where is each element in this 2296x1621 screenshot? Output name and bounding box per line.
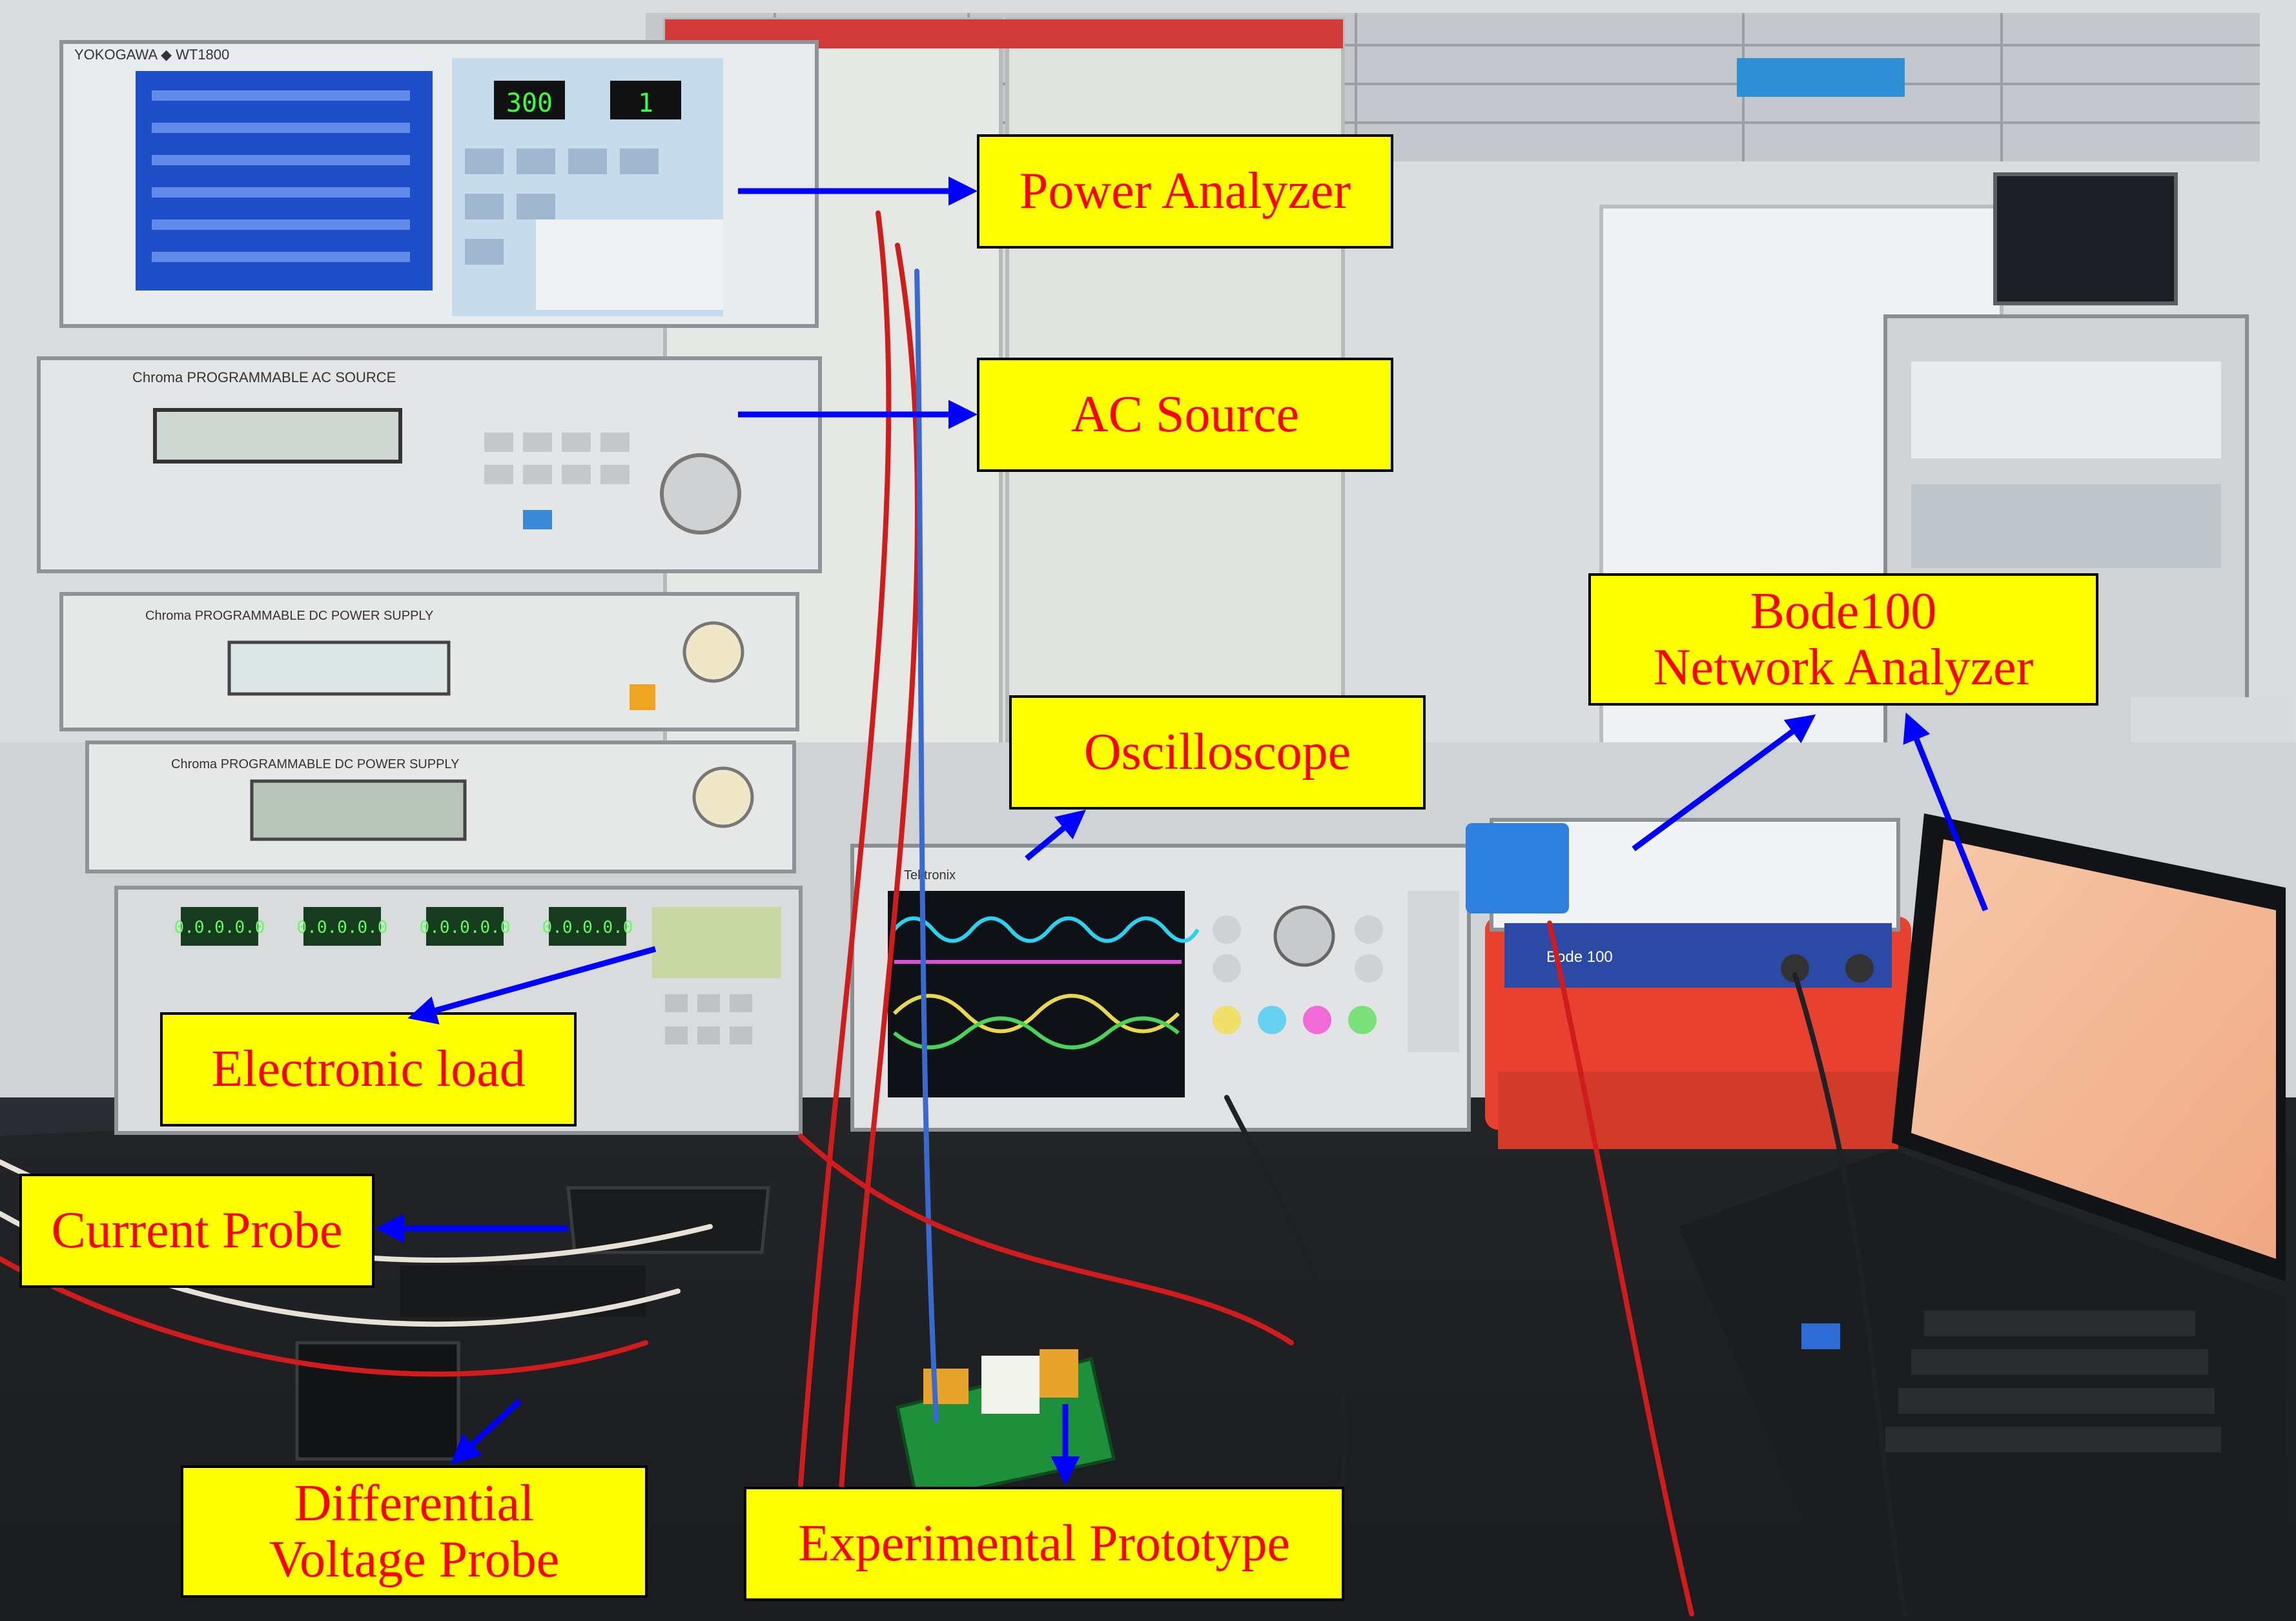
differential-probe-device — [295, 1265, 646, 1461]
oscilloscope-device: Tektronix — [850, 844, 1471, 1132]
laptop-device — [1679, 813, 2286, 1621]
dc-supply-1-device: Chroma PROGRAMMABLE DC POWER SUPPLY — [59, 592, 799, 731]
dc-supply-2-brand: Chroma PROGRAMMABLE DC POWER SUPPLY — [171, 757, 459, 771]
load-readout-3: 0.0.0.0.0 — [420, 918, 511, 937]
load-readout-1: 0.0.0.0.0 — [174, 918, 265, 937]
load-readout-2: 0.0.0.0.0 — [297, 918, 388, 937]
power-analyzer-brand: YOKOGAWA ◆ WT1800 — [74, 46, 229, 63]
label-electronic-load: Electronic load — [160, 1012, 577, 1127]
test-cables — [0, 210, 1907, 1616]
power-analyzer-reading-2: 1 — [638, 88, 653, 118]
label-network-analyzer: Bode100 Network Analyzer — [1588, 573, 2098, 706]
label-current-probe: Current Probe — [19, 1174, 374, 1288]
power-analyzer-reading-1: 300 — [506, 88, 553, 118]
load-readout-4: 0.0.0.0.0 — [542, 918, 633, 937]
bode100-device: Bode 100 — [1466, 818, 1911, 1149]
scope-brand: Tektronix — [904, 868, 956, 882]
label-ac-source: AC Source — [977, 358, 1393, 472]
label-power-analyzer: Power Analyzer — [977, 134, 1393, 249]
background-monitor — [1993, 172, 2178, 305]
label-differential-probe: Differential Voltage Probe — [181, 1465, 648, 1598]
label-prototype: Experimental Prototype — [744, 1487, 1344, 1601]
power-analyzer-device: 300 1 YOKOGAWA ◆ WT1800 — [59, 40, 819, 328]
label-oscilloscope: Oscilloscope — [1009, 695, 1426, 810]
dc-supply-1-brand: Chroma PROGRAMMABLE DC POWER SUPPLY — [145, 609, 433, 623]
current-probe-device — [566, 1186, 770, 1254]
ac-source-brand: Chroma PROGRAMMABLE AC SOURCE — [132, 369, 396, 385]
dc-supply-2-device: Chroma PROGRAMMABLE DC POWER SUPPLY — [85, 740, 796, 873]
ac-source-device: Chroma PROGRAMMABLE AC SOURCE — [37, 356, 822, 573]
